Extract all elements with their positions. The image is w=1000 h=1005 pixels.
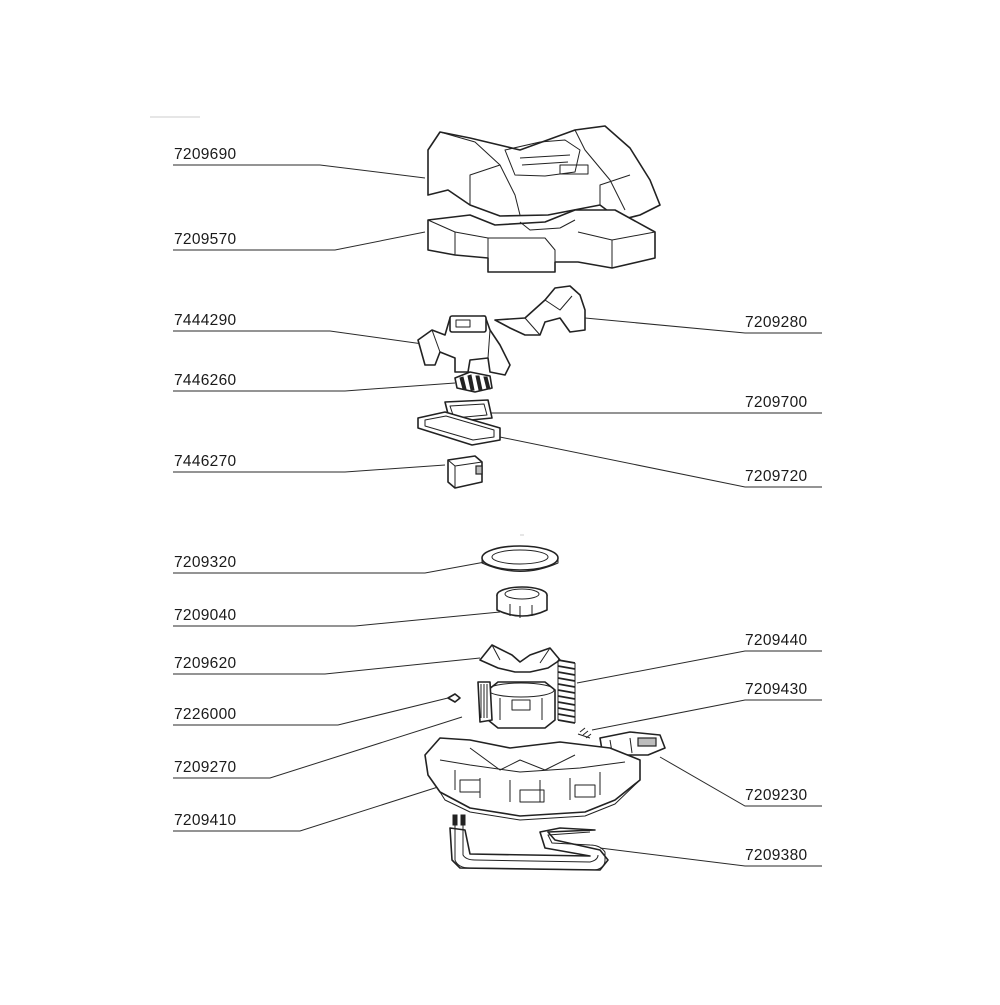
leader-7209280 <box>584 317 822 334</box>
element-strip-part <box>477 681 493 723</box>
part-label-7209700: 7209700 <box>745 394 808 411</box>
part-label-7209620: 7209620 <box>174 655 237 672</box>
part-label-7444290: 7444290 <box>174 312 237 329</box>
seal-ring-part <box>481 545 559 572</box>
float-frame-part <box>479 644 561 673</box>
handle-lever-part <box>494 285 586 336</box>
base-part <box>424 737 641 821</box>
part-label-7209440: 7209440 <box>745 632 808 649</box>
leader-7444290 <box>173 330 431 346</box>
leader-7209410 <box>173 786 439 832</box>
small-module-part <box>447 455 483 489</box>
decorative-marks <box>150 116 524 536</box>
inner-tower-part <box>487 681 556 729</box>
leader-7209230 <box>659 756 822 807</box>
leader-7209320 <box>173 561 486 574</box>
top-cover-part <box>427 125 661 221</box>
part-label-7209230: 7209230 <box>745 787 808 804</box>
part-label-7209040: 7209040 <box>174 607 237 624</box>
spring-part <box>557 659 576 724</box>
leader-7446260 <box>173 382 456 392</box>
leader-7209720 <box>489 434 822 488</box>
leader-7446270 <box>173 464 446 473</box>
leader-7209380 <box>599 847 822 867</box>
part-label-7226000: 7226000 <box>174 706 237 723</box>
leader-7209570 <box>173 231 426 251</box>
foam-insert-part <box>427 209 656 273</box>
bushing-part <box>496 586 548 618</box>
part-label-7209320: 7209320 <box>174 554 237 571</box>
part-label-7446260: 7446260 <box>174 372 237 389</box>
leader-7209270 <box>173 716 463 779</box>
heating-element-part <box>449 814 609 871</box>
leader-7209430 <box>591 699 822 731</box>
large-gasket-part <box>417 411 501 446</box>
connector-block-part <box>454 371 493 393</box>
part-label-7209410: 7209410 <box>174 812 237 829</box>
leader-7209690 <box>173 164 426 179</box>
leader-lines <box>173 164 822 867</box>
part-label-7209280: 7209280 <box>745 314 808 331</box>
leader-7209040 <box>173 611 501 627</box>
part-label-7446270: 7446270 <box>174 453 237 470</box>
part-label-7209270: 7209270 <box>174 759 237 776</box>
leader-7226000 <box>173 696 453 726</box>
part-label-7209570: 7209570 <box>174 231 237 248</box>
screw-part <box>447 693 461 703</box>
leader-7209620 <box>173 657 481 675</box>
leader-7209440 <box>576 650 822 684</box>
part-label-7209380: 7209380 <box>745 847 808 864</box>
part-label-7209430: 7209430 <box>745 681 808 698</box>
small-spring-part <box>577 727 592 739</box>
control-panel-part <box>417 315 511 376</box>
part-label-7209720: 7209720 <box>745 468 808 485</box>
part-label-7209690: 7209690 <box>174 146 237 163</box>
